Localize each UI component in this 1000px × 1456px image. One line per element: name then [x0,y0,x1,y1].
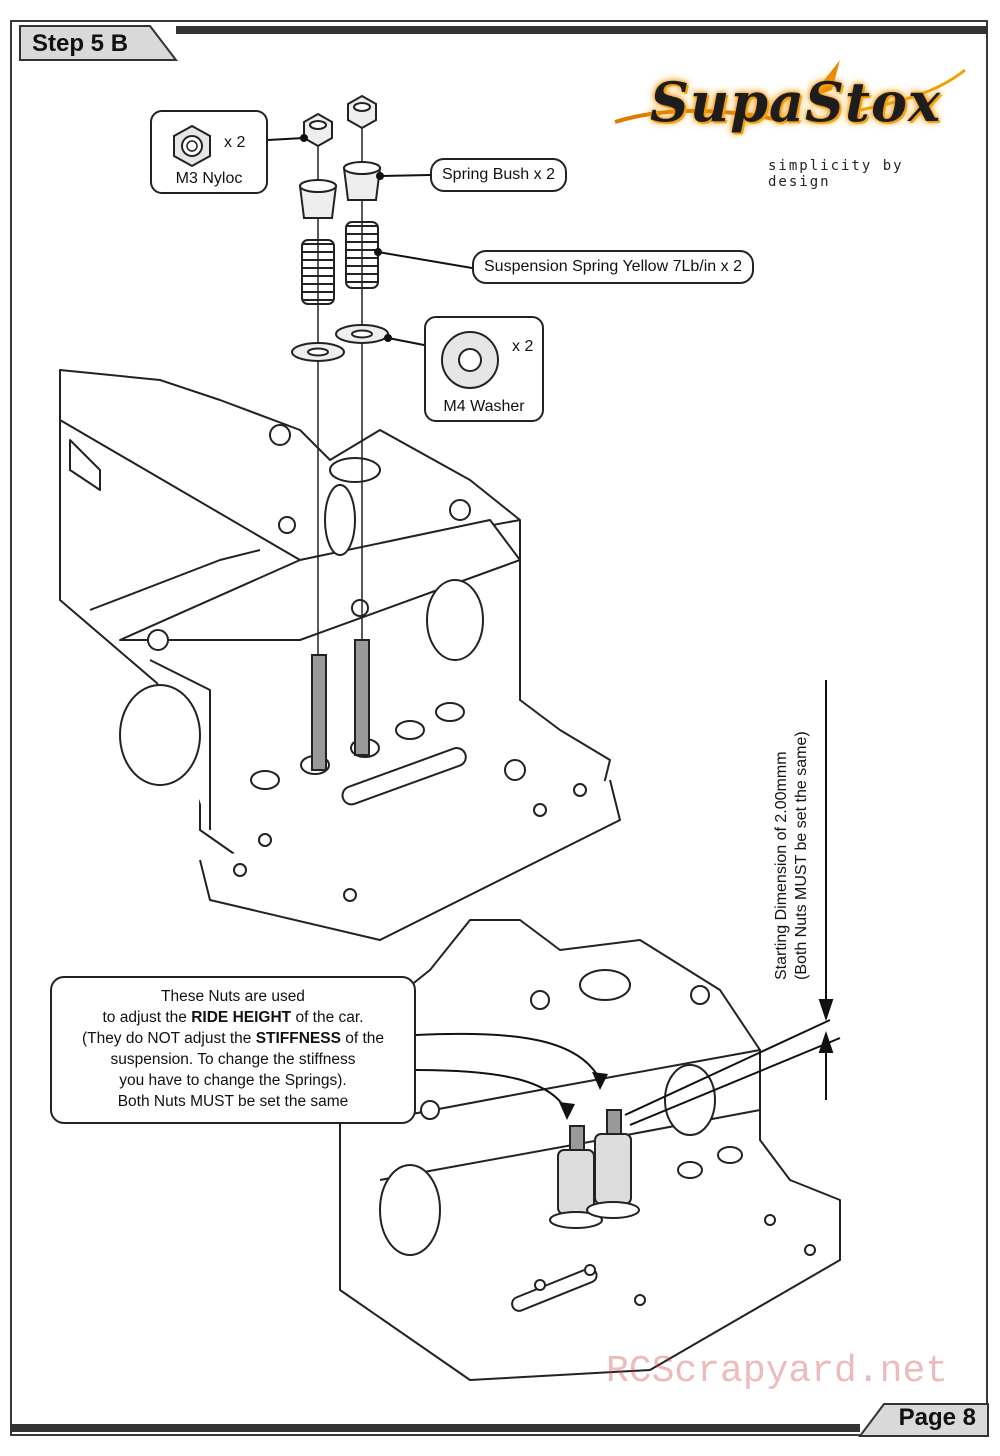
suspension-spring-callout: Suspension Spring Yellow 7Lb/in x 2 [472,250,754,284]
leader-lines [267,134,841,1126]
emphasis-text: STIFFNESS [255,1030,341,1047]
logo-tagline: simplicity by design [768,158,904,190]
dimension-line-2: (Both Nuts MUST be set the same) [793,731,810,980]
watermark: RCScrapyard.net [606,1350,949,1393]
page-frame [10,20,988,1436]
logo-wordmark: SupaStox [650,70,942,134]
assembled-shocks [549,1109,640,1229]
ride-height-note: These Nuts are used to adjust the RIDE H… [50,976,416,1124]
m4-washer-callout: x 2 M4 Washer [424,316,544,422]
starting-dimension-label: Starting Dimension of 2.00mmm (Both Nuts… [772,731,812,980]
note-line-4: suspension. To change the stiffness [110,1051,356,1068]
suspension-spring-label: Suspension Spring Yellow 7Lb/in [484,258,717,275]
emphasis-text: RIDE HEIGHT [191,1009,292,1026]
page-number: Page 8 [898,1404,976,1431]
m3-nyloc-callout: x 2 M3 Nyloc [150,110,268,194]
note-line-3: (They do NOT adjust the STIFFNESS of the [81,1030,385,1047]
nyloc-qty: x 2 [224,134,246,151]
upper-chassis-illustration [59,369,621,941]
nyloc-label: M3 Nyloc [175,170,243,187]
spring-bush-qty: x 2 [533,166,555,183]
note-line-5: you have to change the Springs). [119,1072,347,1089]
spring-bush-label: Spring Bush [442,166,530,183]
dimension-arrows [818,680,834,1100]
washer-icon [441,331,499,389]
washer-label: M4 Washer [443,398,525,415]
leader-arrowheads [559,1072,608,1120]
logo-swoosh-icon [614,60,966,124]
note-line-1: These Nuts are used [161,988,305,1005]
step-title: Step 5 B [32,30,129,57]
washer-qty: x 2 [512,338,534,355]
suspension-spring-qty: x 2 [720,258,742,275]
spring-bush-callout: Spring Bush x 2 [430,158,567,192]
dimension-line-1: Starting Dimension of 2.00mmm [773,751,790,980]
note-line-6: Both Nuts MUST be set the same [117,1093,349,1110]
note-line-2: to adjust the RIDE HEIGHT of the car. [102,1009,364,1026]
supastox-logo: SupaStox simplicity by design [610,50,970,190]
nyloc-nut-icon [173,124,211,168]
